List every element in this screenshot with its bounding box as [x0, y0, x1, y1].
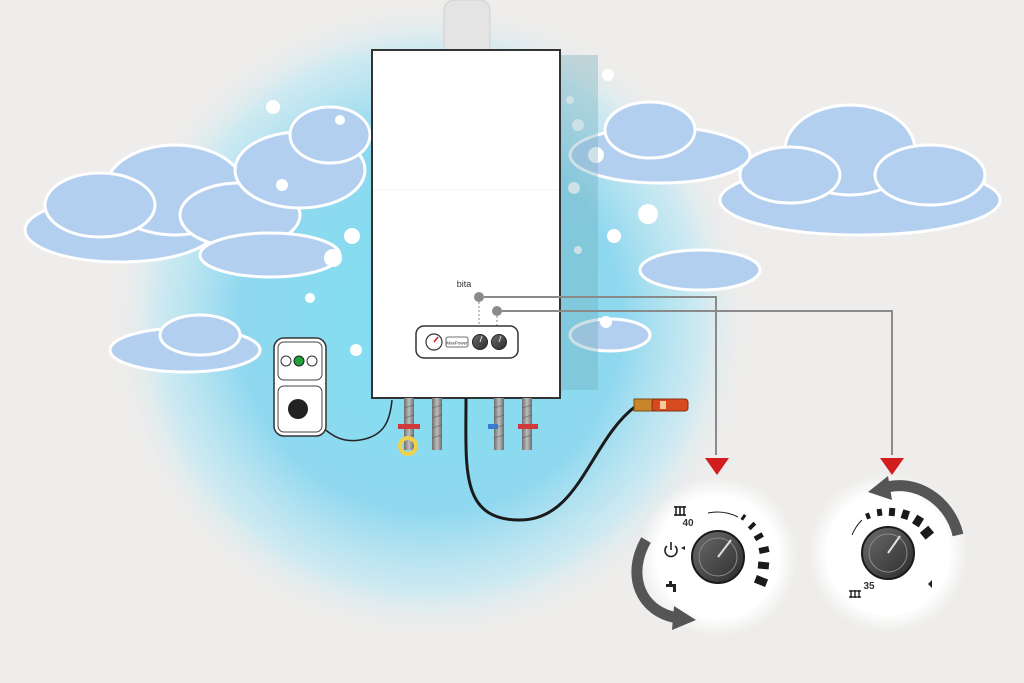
tap-icon	[666, 581, 676, 592]
cloud-right	[718, 103, 1002, 237]
water-temp-value: 35	[863, 581, 875, 592]
water-rotation-arrow	[882, 480, 964, 537]
control-point-heating[interactable]	[474, 292, 484, 302]
heating-rotation-arrow	[631, 537, 680, 624]
outlet-led-right	[306, 355, 318, 367]
gas-valve-icon	[633, 398, 689, 412]
pipe-valve-yellow	[398, 436, 418, 456]
arrow-heating-dial	[705, 458, 729, 475]
water-dial: 35	[808, 473, 968, 633]
panel-badge	[445, 336, 469, 348]
bubbles	[266, 69, 658, 356]
boiler-brand-label: bita	[457, 279, 472, 289]
heating-temp-value: 40	[682, 518, 694, 529]
gas-hose	[464, 397, 637, 522]
cloud-left	[23, 105, 372, 279]
power-icon	[664, 542, 678, 558]
radiator-icon	[674, 506, 686, 516]
boiler-shadow	[560, 55, 598, 390]
boiler-pipes	[398, 398, 538, 456]
radiator-icon-water	[849, 590, 861, 598]
cloud-left-lower	[108, 313, 262, 374]
outlet-plug	[288, 399, 308, 419]
outlet-led-left	[280, 355, 292, 367]
heating-dial: 40	[631, 477, 798, 637]
arrow-water-dial	[880, 458, 904, 475]
outlet-led-center	[293, 355, 305, 367]
connector-lines	[484, 296, 893, 455]
panel-badge-label: MaxPower	[446, 341, 468, 346]
wall-outlet	[273, 337, 327, 437]
cloud-center-right	[568, 100, 762, 353]
boiler-control-panel: MaxPower	[415, 325, 519, 359]
boiler-flue	[443, 0, 491, 55]
control-point-water[interactable]	[492, 306, 502, 316]
